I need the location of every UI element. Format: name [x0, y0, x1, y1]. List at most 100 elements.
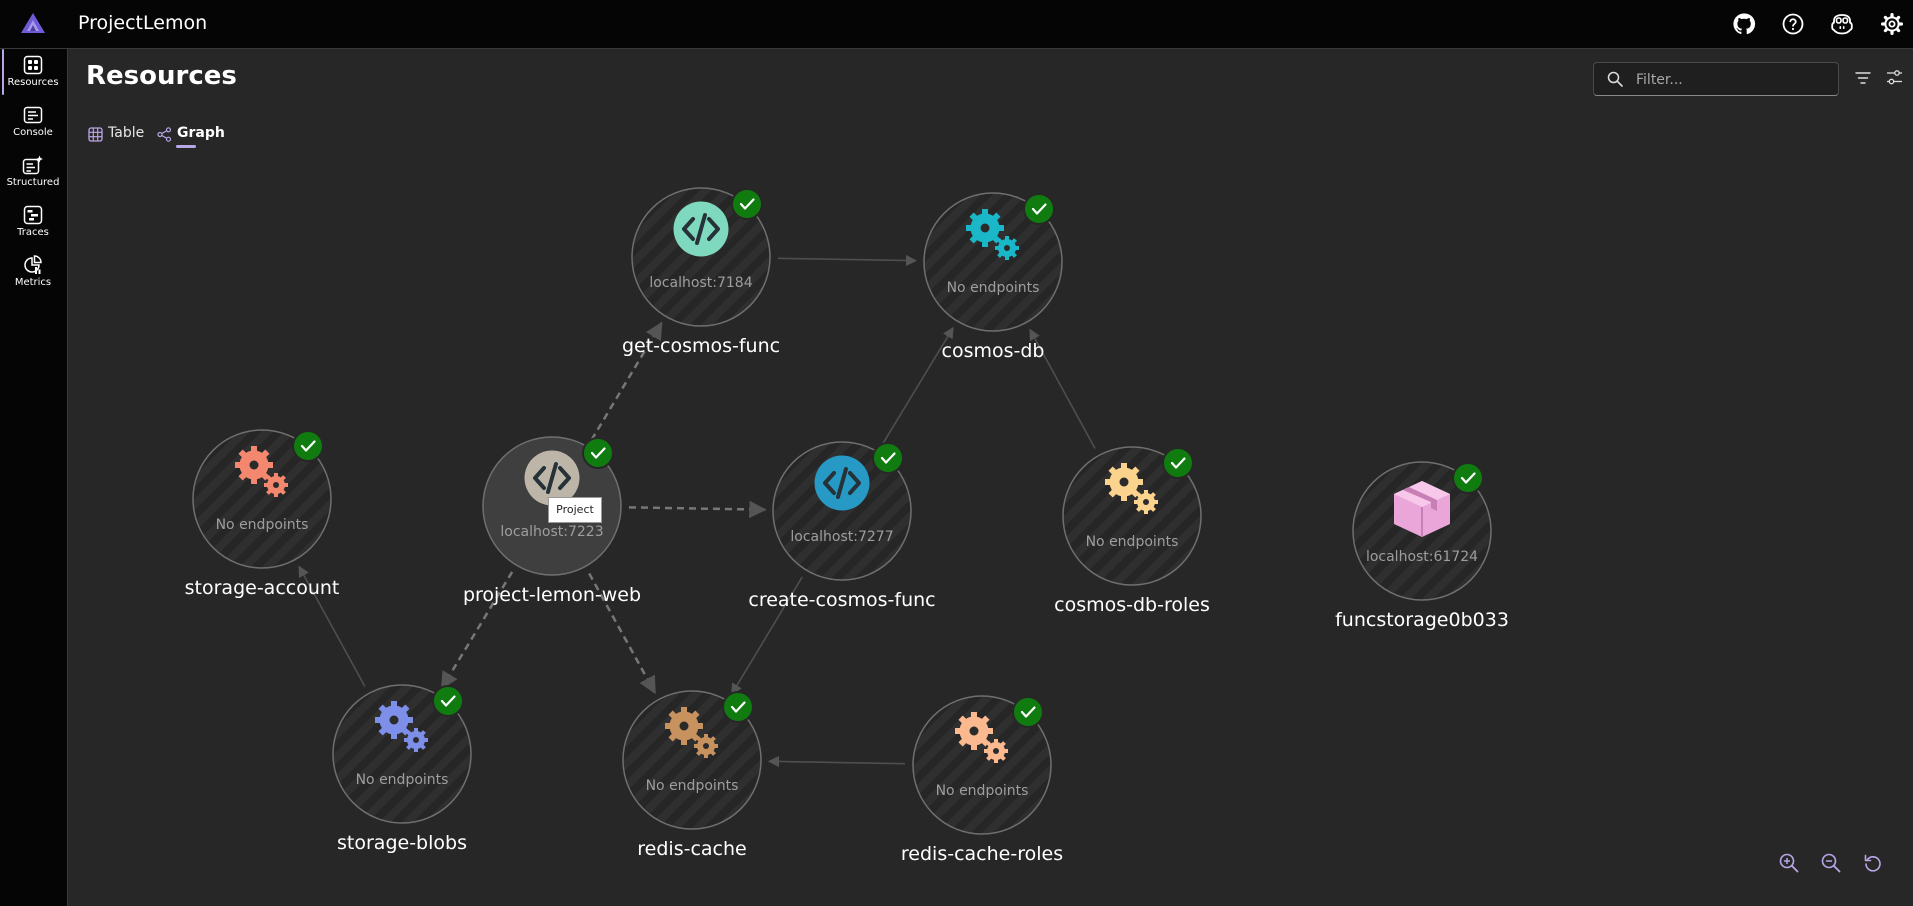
- structured-icon: [22, 155, 43, 175]
- resources-icon: [23, 55, 43, 75]
- github-icon[interactable]: [1732, 12, 1756, 36]
- reset-view-icon[interactable]: [1863, 853, 1883, 873]
- app-title[interactable]: ProjectLemon: [78, 12, 208, 34]
- node-endpoint: No endpoints: [646, 778, 739, 794]
- edge-cosmos-db-roles-to-cosmos-db: [1029, 328, 1096, 449]
- running-status-icon: [1452, 462, 1484, 494]
- zoom-in-icon[interactable]: [1779, 853, 1799, 873]
- edge-storage-blobs-to-storage-account: [298, 565, 366, 687]
- node-endpoint: No endpoints: [947, 280, 1040, 296]
- node-endpoint: No endpoints: [216, 517, 309, 533]
- resource-node-redis-cache-roles[interactable]: No endpoints redis-cache-roles: [901, 695, 1063, 865]
- active-tab-indicator: [176, 145, 196, 148]
- sidebar-item-label: Traces: [17, 227, 49, 238]
- options-sliders-icon[interactable]: [1886, 69, 1903, 86]
- node-endpoint[interactable]: localhost:7223: [500, 524, 603, 540]
- tab-table[interactable]: Table: [88, 124, 148, 146]
- node-circle: [923, 192, 1063, 332]
- running-status-icon: [1012, 696, 1044, 728]
- sidebar-item-resources[interactable]: Resources: [0, 49, 66, 97]
- resource-node-redis-cache[interactable]: No endpoints redis-cache: [622, 690, 762, 860]
- running-status-icon: [722, 691, 754, 723]
- resource-node-storage-account[interactable]: No endpoints storage-account: [185, 429, 340, 599]
- node-name: redis-cache: [637, 838, 746, 860]
- sidebar-item-label: Structured: [6, 177, 60, 188]
- code-icon: [524, 450, 580, 506]
- node-circle: [332, 684, 472, 824]
- graph-icon: [157, 127, 172, 142]
- edge-project-lemon-web-to-storage-blobs: [440, 571, 514, 690]
- resource-node-project-lemon-web[interactable]: localhost:7223 project-lemon-web: [463, 436, 641, 606]
- tab-graph[interactable]: Graph: [157, 124, 225, 146]
- node-endpoint[interactable]: localhost:7277: [790, 529, 893, 545]
- node-circle: [912, 695, 1052, 835]
- resource-node-cosmos-db[interactable]: No endpoints cosmos-db: [923, 192, 1063, 362]
- zoom-out-icon[interactable]: [1821, 853, 1841, 873]
- sidebar-item-structured[interactable]: Structured: [0, 149, 66, 197]
- running-status-icon: [731, 188, 763, 220]
- edge-create-cosmos-func-to-cosmos-db: [881, 326, 954, 446]
- package-icon: [1394, 481, 1450, 537]
- sidebar-item-traces[interactable]: Traces: [0, 199, 66, 247]
- graph-nodes: localhost:7184 get-cosmos-func No endpoint…: [185, 187, 1509, 865]
- filter-icon[interactable]: [1855, 71, 1871, 85]
- running-status-icon: [1023, 193, 1055, 225]
- resource-node-get-cosmos-func[interactable]: localhost:7184 get-cosmos-func: [622, 187, 780, 357]
- node-circle: [622, 690, 762, 830]
- node-name: project-lemon-web: [463, 584, 641, 606]
- settings-icon[interactable]: [1880, 12, 1904, 36]
- node-name: cosmos-db: [942, 340, 1045, 362]
- node-name: cosmos-db-roles: [1054, 594, 1210, 616]
- tab-label: Table: [108, 125, 145, 141]
- graph-edges: [298, 254, 1096, 768]
- metrics-icon: [24, 255, 42, 274]
- search-icon: [1607, 71, 1623, 87]
- node-tooltip: Project: [548, 497, 602, 523]
- resource-node-cosmos-db-roles[interactable]: No endpoints cosmos-db-roles: [1054, 446, 1210, 616]
- table-icon: [88, 127, 103, 142]
- node-endpoint: No endpoints: [1086, 534, 1179, 550]
- edge-project-lemon-web-to-redis-cache: [588, 572, 656, 695]
- resource-node-funcstorage0b033[interactable]: localhost:61724 funcstorage0b033: [1335, 461, 1509, 631]
- running-status-icon: [582, 437, 614, 469]
- node-name: redis-cache-roles: [901, 843, 1063, 865]
- running-status-icon: [872, 442, 904, 474]
- edge-create-cosmos-func-to-redis-cache: [731, 576, 803, 696]
- filter-box[interactable]: [1593, 62, 1839, 96]
- node-endpoint: No endpoints: [936, 783, 1029, 799]
- code-icon: [814, 455, 870, 511]
- copilot-icon[interactable]: [1830, 12, 1854, 36]
- console-icon: [23, 106, 43, 124]
- node-name: funcstorage0b033: [1335, 609, 1509, 631]
- sidebar-item-metrics[interactable]: Metrics: [0, 249, 66, 297]
- edge-project-lemon-web-to-create-cosmos-func: [628, 500, 767, 519]
- running-status-icon: [1162, 447, 1194, 479]
- tab-label: Graph: [177, 125, 225, 141]
- aspire-logo-icon[interactable]: [20, 12, 46, 34]
- node-endpoint[interactable]: localhost:61724: [1366, 549, 1478, 565]
- sidebar-item-console[interactable]: Console: [0, 99, 66, 147]
- running-status-icon: [292, 430, 324, 462]
- sidebar-item-label: Metrics: [14, 277, 52, 288]
- running-status-icon: [432, 685, 464, 717]
- page-title: Resources: [86, 61, 237, 91]
- top-bar: ProjectLemon: [0, 0, 1913, 49]
- filter-input[interactable]: [1634, 67, 1833, 93]
- node-circle: [631, 187, 771, 327]
- help-icon[interactable]: [1781, 12, 1805, 36]
- traces-icon: [23, 205, 43, 225]
- node-circle: [192, 429, 332, 569]
- node-endpoint[interactable]: localhost:7184: [649, 275, 752, 291]
- node-name: get-cosmos-func: [622, 335, 780, 357]
- node-name: storage-blobs: [337, 832, 467, 854]
- code-icon: [673, 201, 729, 257]
- node-circle: [772, 441, 912, 581]
- sidebar: Resources Console Structured Traces: [0, 49, 68, 906]
- sidebar-item-label: Console: [13, 127, 53, 138]
- edge-project-lemon-web-to-get-cosmos-func: [590, 321, 663, 441]
- node-name: storage-account: [185, 577, 340, 599]
- edge-get-cosmos-func-to-cosmos-db: [777, 254, 918, 267]
